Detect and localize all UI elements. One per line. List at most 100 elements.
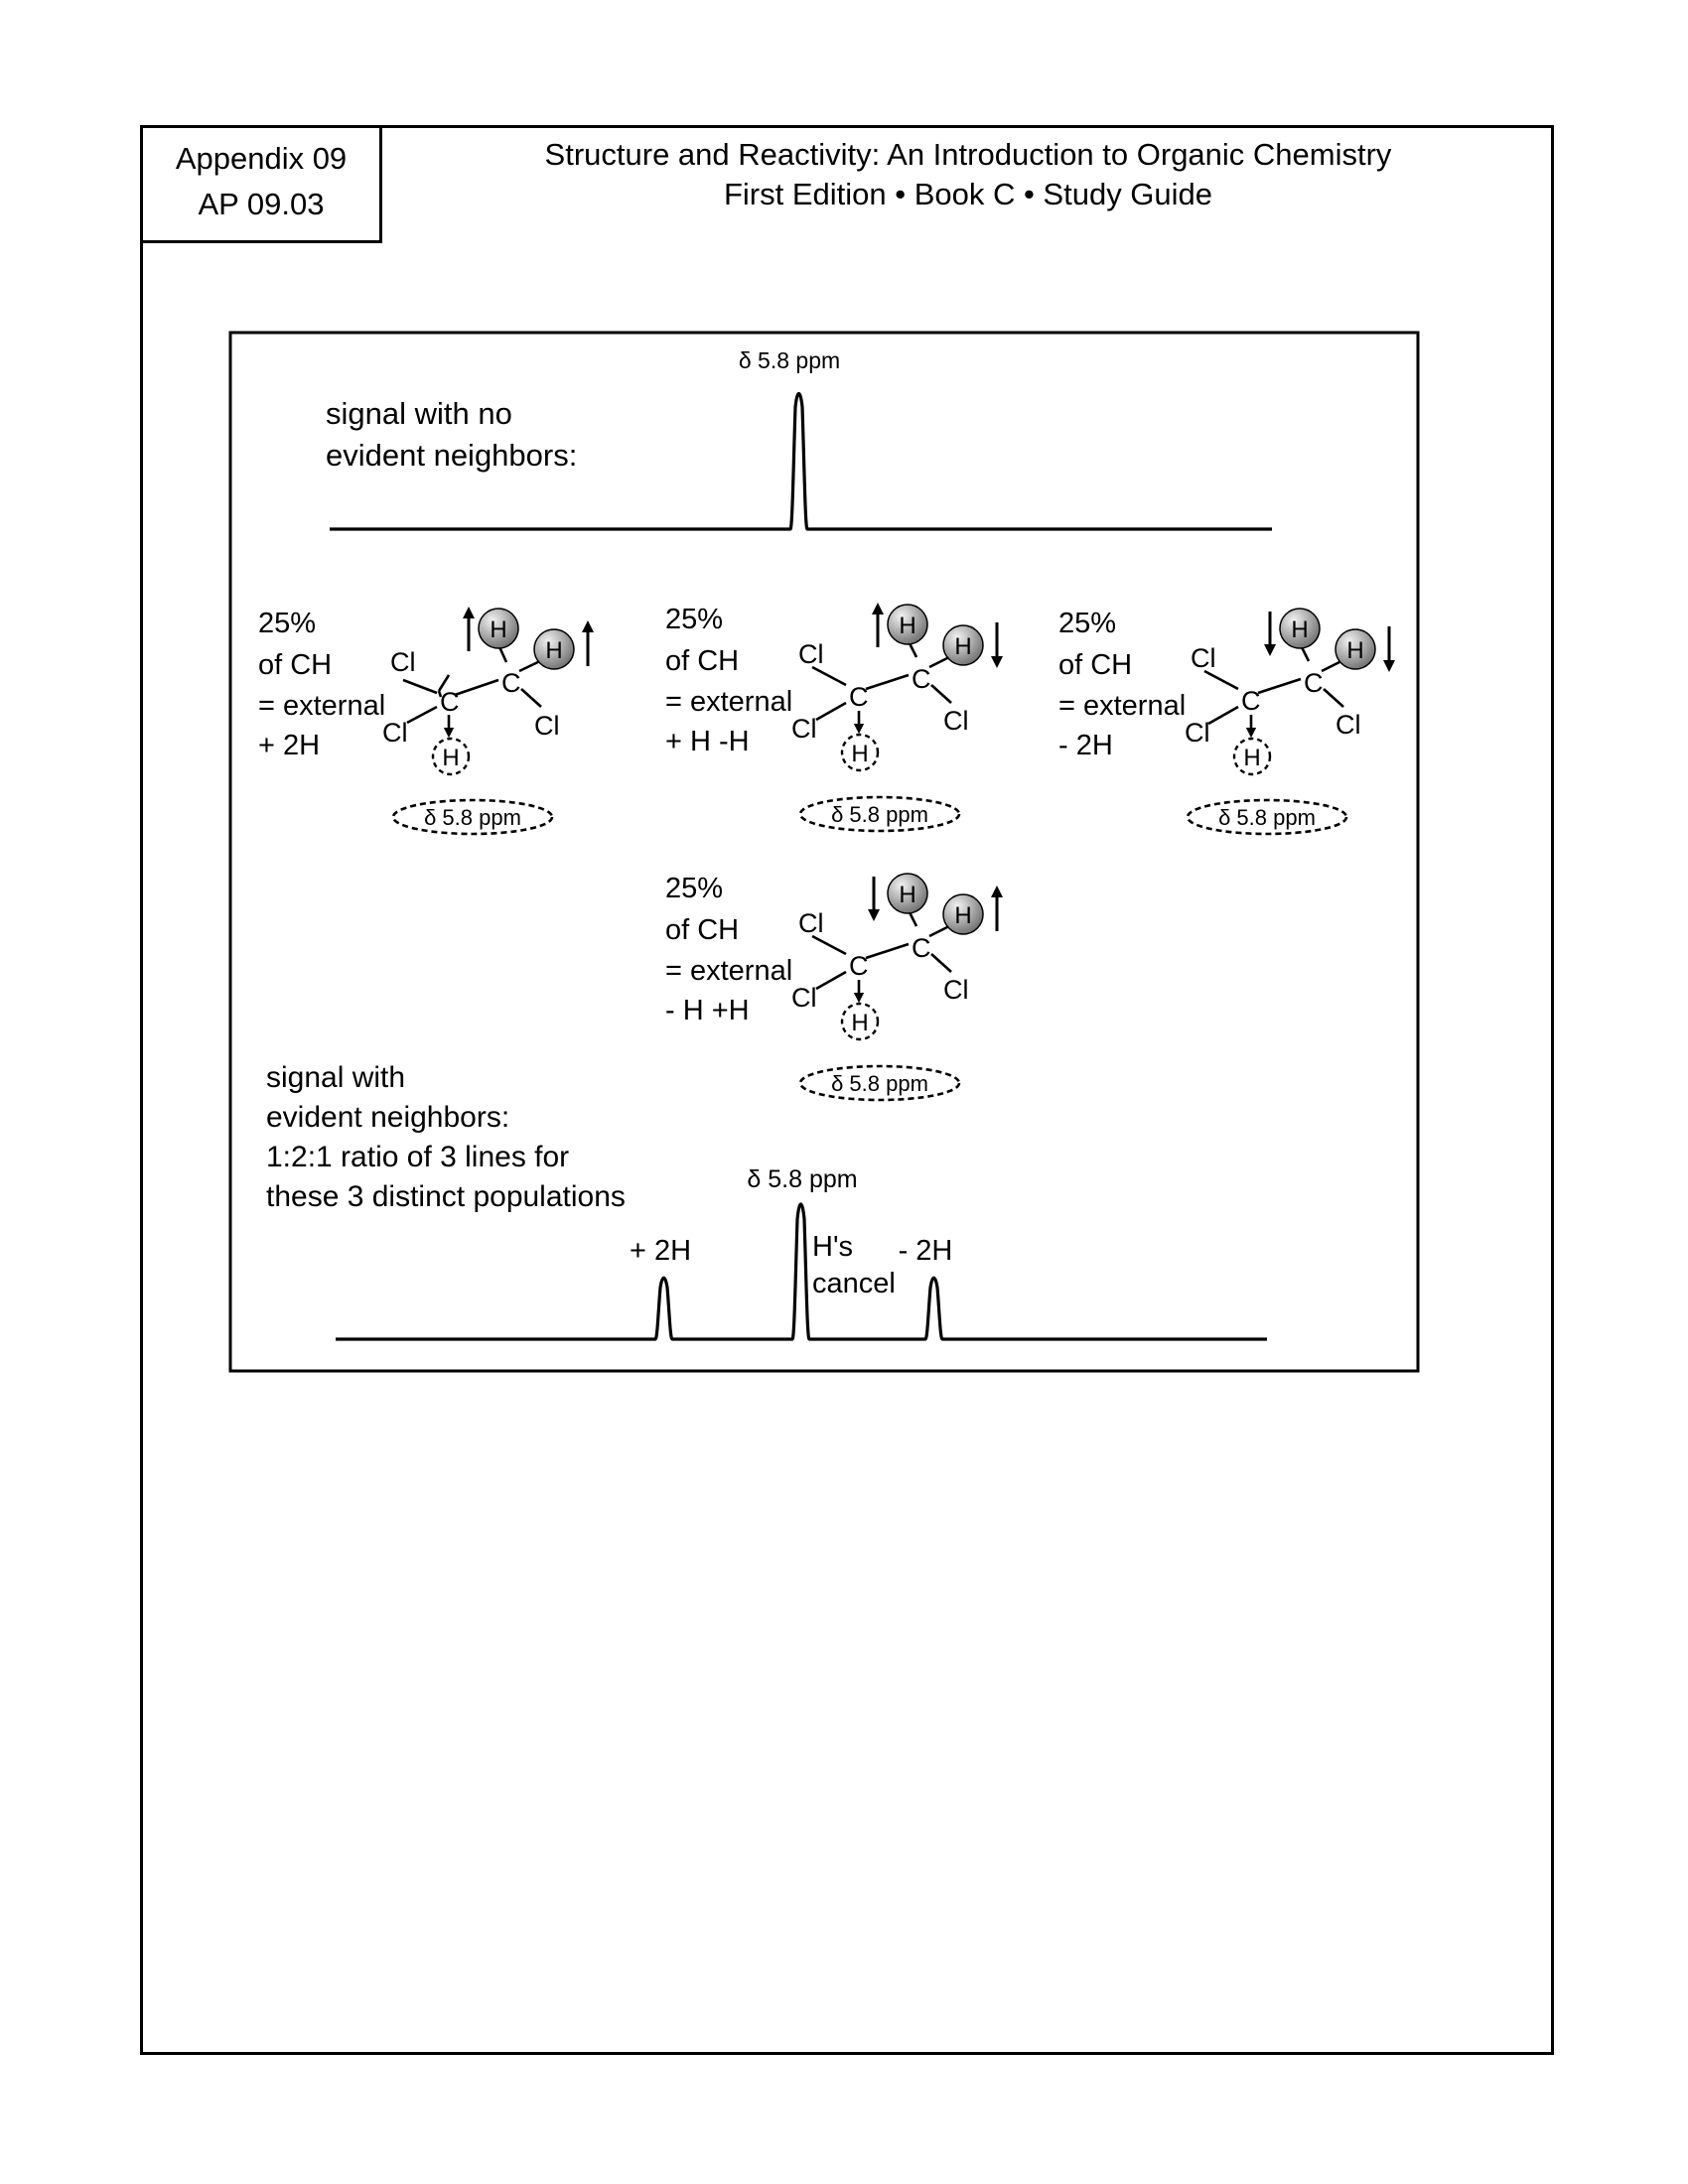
pop1-h-atom-2-label: H [545, 637, 562, 664]
top-spectrum-trace [330, 391, 1272, 531]
population-1: 25% of CH = external + 2H Cl Cl Cl C C H… [258, 607, 594, 836]
pop1-cl-b: Cl [382, 718, 408, 748]
pop1-of: of CH [258, 649, 332, 681]
diagram-frame [228, 331, 1420, 1373]
pop2-shift-label: δ 5.8 ppm [831, 802, 928, 827]
bottom-caption-line2: evident neighbors: [266, 1101, 509, 1134]
pop2-c2: C [912, 664, 931, 694]
pop1-c1: C [440, 687, 460, 717]
bottom-right-label: - 2H [899, 1235, 953, 1267]
top-peak-label: δ 5.8 ppm [739, 347, 840, 373]
pop4-of: of CH [665, 914, 739, 946]
appendix-box: Appendix 09 AP 09.03 [140, 125, 382, 243]
population-4: 25% of CH = external - H +H Cl Cl Cl C C… [665, 873, 1003, 1102]
pop4-c1: C [849, 951, 869, 981]
pop3-observed-h-circle [1232, 737, 1272, 776]
pop4-cl-c: Cl [943, 975, 969, 1005]
pop3-c2: C [1304, 668, 1324, 698]
pop3-cl-b: Cl [1185, 718, 1210, 748]
pop1-shift-ellipse [391, 798, 554, 836]
pop3-shift-label: δ 5.8 ppm [1218, 805, 1316, 830]
pop2-molecule: Cl Cl Cl C C H H H [791, 603, 1003, 772]
pop4-shift-label: δ 5.8 ppm [831, 1071, 928, 1096]
pop1-c2: C [501, 668, 521, 698]
cancel-label-line2: cancel [812, 1268, 896, 1299]
pop3-h-atom-1-label: H [1291, 616, 1308, 643]
pop2-observed-h: H [851, 741, 868, 767]
population-2: 25% of CH = external + H -H Cl Cl Cl C C… [665, 603, 1003, 833]
pop2-cl-b: Cl [791, 714, 817, 744]
pop4-observed-h-circle [840, 1002, 880, 1041]
book-title-line1: Structure and Reactivity: An Introductio… [544, 137, 1392, 172]
bottom-caption-line3: 1:2:1 ratio of 3 lines for [266, 1141, 569, 1173]
pop4-h-atom-1 [887, 873, 928, 914]
bottom-center-label: δ 5.8 ppm [747, 1165, 857, 1193]
pop1-cl-c: Cl [534, 711, 560, 741]
pop1-h-atom-2 [533, 628, 575, 670]
pop3-observed-h: H [1243, 745, 1260, 771]
pop3-h-atom-2 [1335, 628, 1376, 670]
pop2-h-atom-1-label: H [899, 613, 915, 639]
pop2-cl-c: Cl [943, 706, 969, 736]
bottom-left-label: + 2H [630, 1235, 691, 1267]
pop2-cl-a: Cl [798, 639, 824, 669]
pop4-shift-ellipse [798, 1064, 961, 1102]
cancel-label-line1: H's [812, 1231, 853, 1263]
pop3-cl-a: Cl [1191, 643, 1216, 673]
top-caption-line2: evident neighbors: [326, 438, 577, 473]
pop1-molecule: Cl Cl Cl C C H H H [382, 607, 594, 776]
book-title-line2: First Edition • Book C • Study Guide [723, 177, 1213, 211]
pop4-h-atom-1-label: H [899, 882, 915, 908]
pop4-h-atom-2-label: H [954, 902, 971, 929]
pop1-spins: + 2H [258, 730, 320, 761]
pop2-eq: = external [665, 686, 792, 718]
svg-text:25%: 25% [258, 608, 316, 639]
top-spectrum: δ 5.8 ppm signal with no evident neighbo… [326, 347, 1272, 531]
pop4-c2: C [912, 933, 931, 963]
pop1-observed-h-circle [431, 737, 471, 776]
pop2-h-atom-2-label: H [954, 633, 971, 660]
pop4-cl-a: Cl [798, 908, 824, 938]
pop2-observed-h-circle [840, 733, 880, 772]
pop2-h-atom-1 [887, 604, 928, 645]
pop4-h-atom-2 [942, 893, 984, 935]
pop1-observed-h: H [442, 745, 459, 771]
pop3-molecule: Cl Cl Cl C C H H H [1185, 608, 1395, 776]
population-3: 25% of CH = external - 2H Cl Cl Cl C C H… [1058, 608, 1395, 836]
pop1-h-atom-1-label: H [490, 616, 506, 643]
pop1-percent: 25% [258, 608, 316, 639]
pop1-h-atom-1 [478, 608, 519, 649]
pop2-spins: + H -H [665, 726, 750, 757]
pop2-of: of CH [665, 645, 739, 677]
book-title: Structure and Reactivity: An Introductio… [382, 135, 1554, 214]
pop2-h-atom-2 [942, 624, 984, 666]
pop3-eq: = external [1058, 690, 1186, 722]
bottom-caption-line4: these 3 distinct populations [266, 1180, 626, 1213]
bottom-spectrum: signal with evident neighbors: 1:2:1 rat… [266, 1061, 1267, 1341]
pop3-cl-c: Cl [1336, 710, 1361, 740]
pop1-eq: = external [258, 690, 385, 722]
pop2-shift-ellipse [798, 795, 961, 833]
page-frame [140, 125, 1554, 2055]
bottom-caption-line1: signal with [266, 1061, 405, 1094]
pop1-cl-a: Cl [390, 647, 416, 677]
pop3-h-atom-2-label: H [1346, 637, 1363, 664]
top-caption-line1: signal with no [326, 396, 512, 431]
appendix-label: Appendix 09 [175, 141, 348, 176]
pop4-observed-h: H [851, 1010, 868, 1036]
pop2-c1: C [849, 682, 869, 712]
appendix-code: AP 09.03 [198, 187, 325, 221]
pop3-spins: - 2H [1058, 730, 1113, 761]
pop3-percent: 25% [1058, 608, 1116, 639]
pop3-of: of CH [1058, 649, 1132, 681]
pop3-shift-ellipse [1186, 798, 1348, 836]
pop4-eq: = external [665, 955, 792, 987]
pop3-c1: C [1241, 686, 1261, 716]
pop4-molecule: Cl Cl Cl C C H H H [791, 873, 1003, 1041]
pop1-shift-label: δ 5.8 ppm [424, 805, 521, 830]
pop3-h-atom-1 [1279, 608, 1321, 649]
pop2-percent: 25% [665, 604, 723, 635]
pop4-spins: - H +H [665, 995, 750, 1026]
pop4-percent: 25% [665, 873, 723, 904]
